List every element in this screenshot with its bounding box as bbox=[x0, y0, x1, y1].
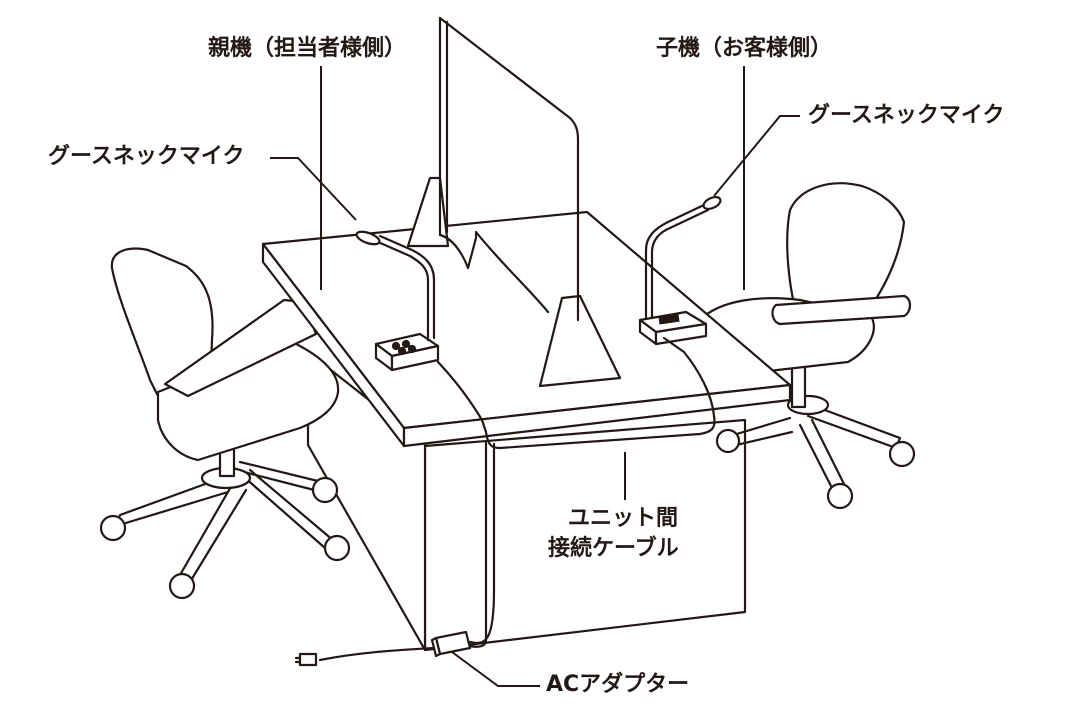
leader-mic-left bbox=[270, 157, 357, 221]
caster-icon bbox=[715, 428, 741, 454]
knob-icon bbox=[391, 341, 401, 351]
caster-icon bbox=[826, 482, 854, 510]
left-chair bbox=[99, 247, 351, 600]
caster-icon bbox=[311, 476, 339, 504]
plug-icon bbox=[298, 652, 318, 667]
knob-icon bbox=[401, 339, 411, 349]
caster-icon bbox=[99, 514, 127, 542]
desk-top bbox=[261, 210, 792, 448]
label-mic-left: グースネックマイク bbox=[48, 144, 245, 169]
label-child-unit: 子機（お客様側） bbox=[656, 36, 833, 61]
leader-ac-adapter bbox=[451, 651, 540, 687]
label-parent-unit: 親機（担当者様側） bbox=[208, 36, 407, 61]
leader-mic-right bbox=[713, 115, 800, 197]
knob-icon bbox=[407, 344, 417, 354]
label-cable-line2: 接続ケーブル bbox=[548, 536, 679, 561]
microphone-head-icon bbox=[355, 230, 381, 246]
parent-unit bbox=[355, 230, 440, 372]
ac-adapter-drawing bbox=[294, 630, 472, 667]
knob-icon bbox=[397, 346, 407, 356]
clear-partition bbox=[438, 16, 580, 322]
label-mic-right: グースネックマイク bbox=[808, 103, 1005, 128]
inter-unit-cable bbox=[436, 336, 716, 648]
caster-icon bbox=[323, 534, 351, 562]
leader-lines bbox=[270, 66, 800, 687]
label-ac-adapter: ACアダプター bbox=[546, 672, 690, 697]
label-cable-line1: ユニット間 bbox=[568, 506, 679, 531]
caster-icon bbox=[888, 440, 916, 468]
child-unit bbox=[638, 195, 722, 346]
partition-stands bbox=[406, 176, 622, 388]
microphone-head-icon bbox=[702, 195, 722, 211]
caster-icon bbox=[168, 572, 196, 600]
